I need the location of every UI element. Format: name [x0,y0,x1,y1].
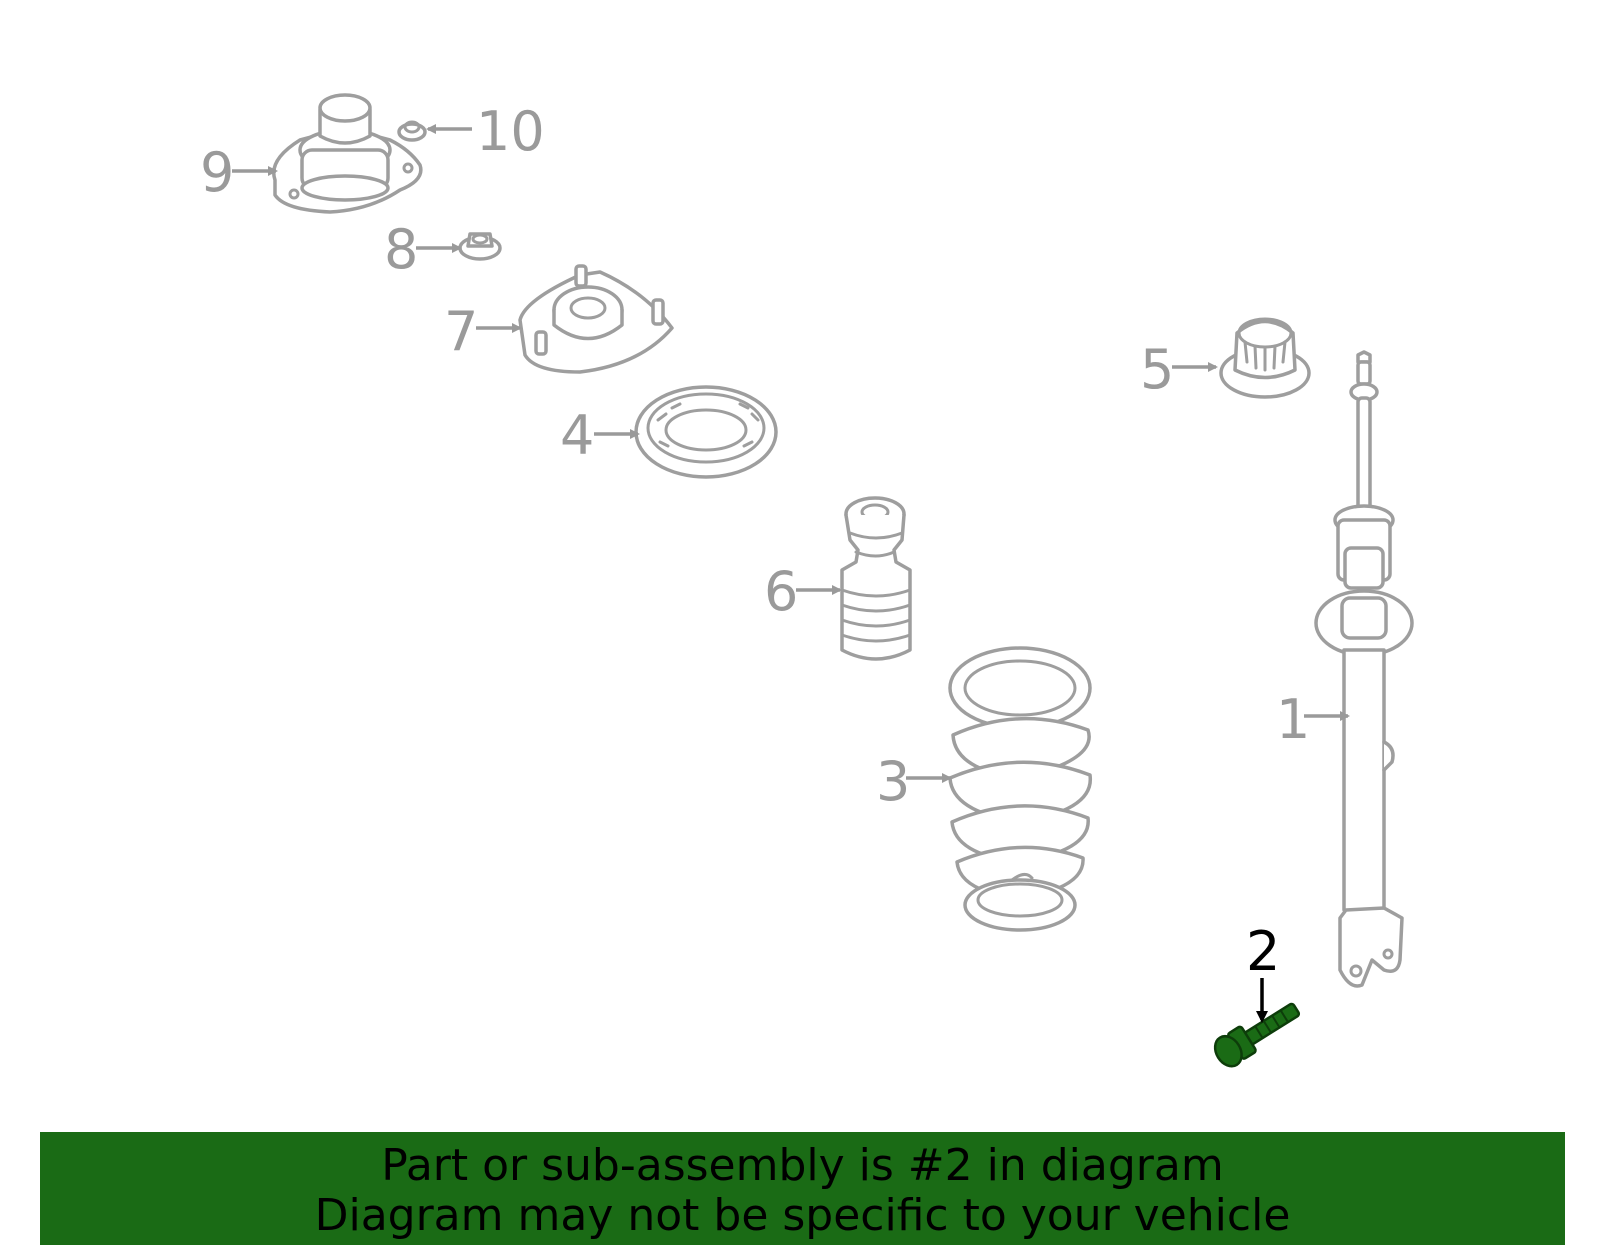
banner-line-1: Part or sub-assembly is #2 in diagram [381,1140,1224,1191]
part-1-shock-absorber [1314,350,1414,988]
info-banner: Part or sub-assembly is #2 in diagram Di… [40,1132,1565,1245]
part-6-dust-boot [840,496,912,661]
banner-line-2: Diagram may not be specific to your vehi… [314,1190,1291,1241]
callout-8: 8 [384,218,418,281]
callout-3: 3 [876,750,910,813]
callout-9: 9 [200,141,234,204]
callout-10: 10 [476,100,545,163]
part-7-strut-mount [518,264,674,374]
callout-6: 6 [764,560,798,623]
part-4-spring-seat [634,385,778,479]
part-2-bolt-highlighted [1213,1002,1301,1068]
part-9-strut-mount-cap [272,93,423,214]
callout-5: 5 [1140,338,1174,401]
part-3-coil-spring [948,646,1092,932]
callout-1: 1 [1276,688,1310,751]
callout-2: 2 [1246,920,1280,983]
part-8-flange-nut [458,232,502,261]
part-5-upper-bushing [1219,317,1311,399]
callout-4: 4 [560,404,594,467]
part-10-nut [397,120,427,142]
callout-7: 7 [444,300,478,363]
